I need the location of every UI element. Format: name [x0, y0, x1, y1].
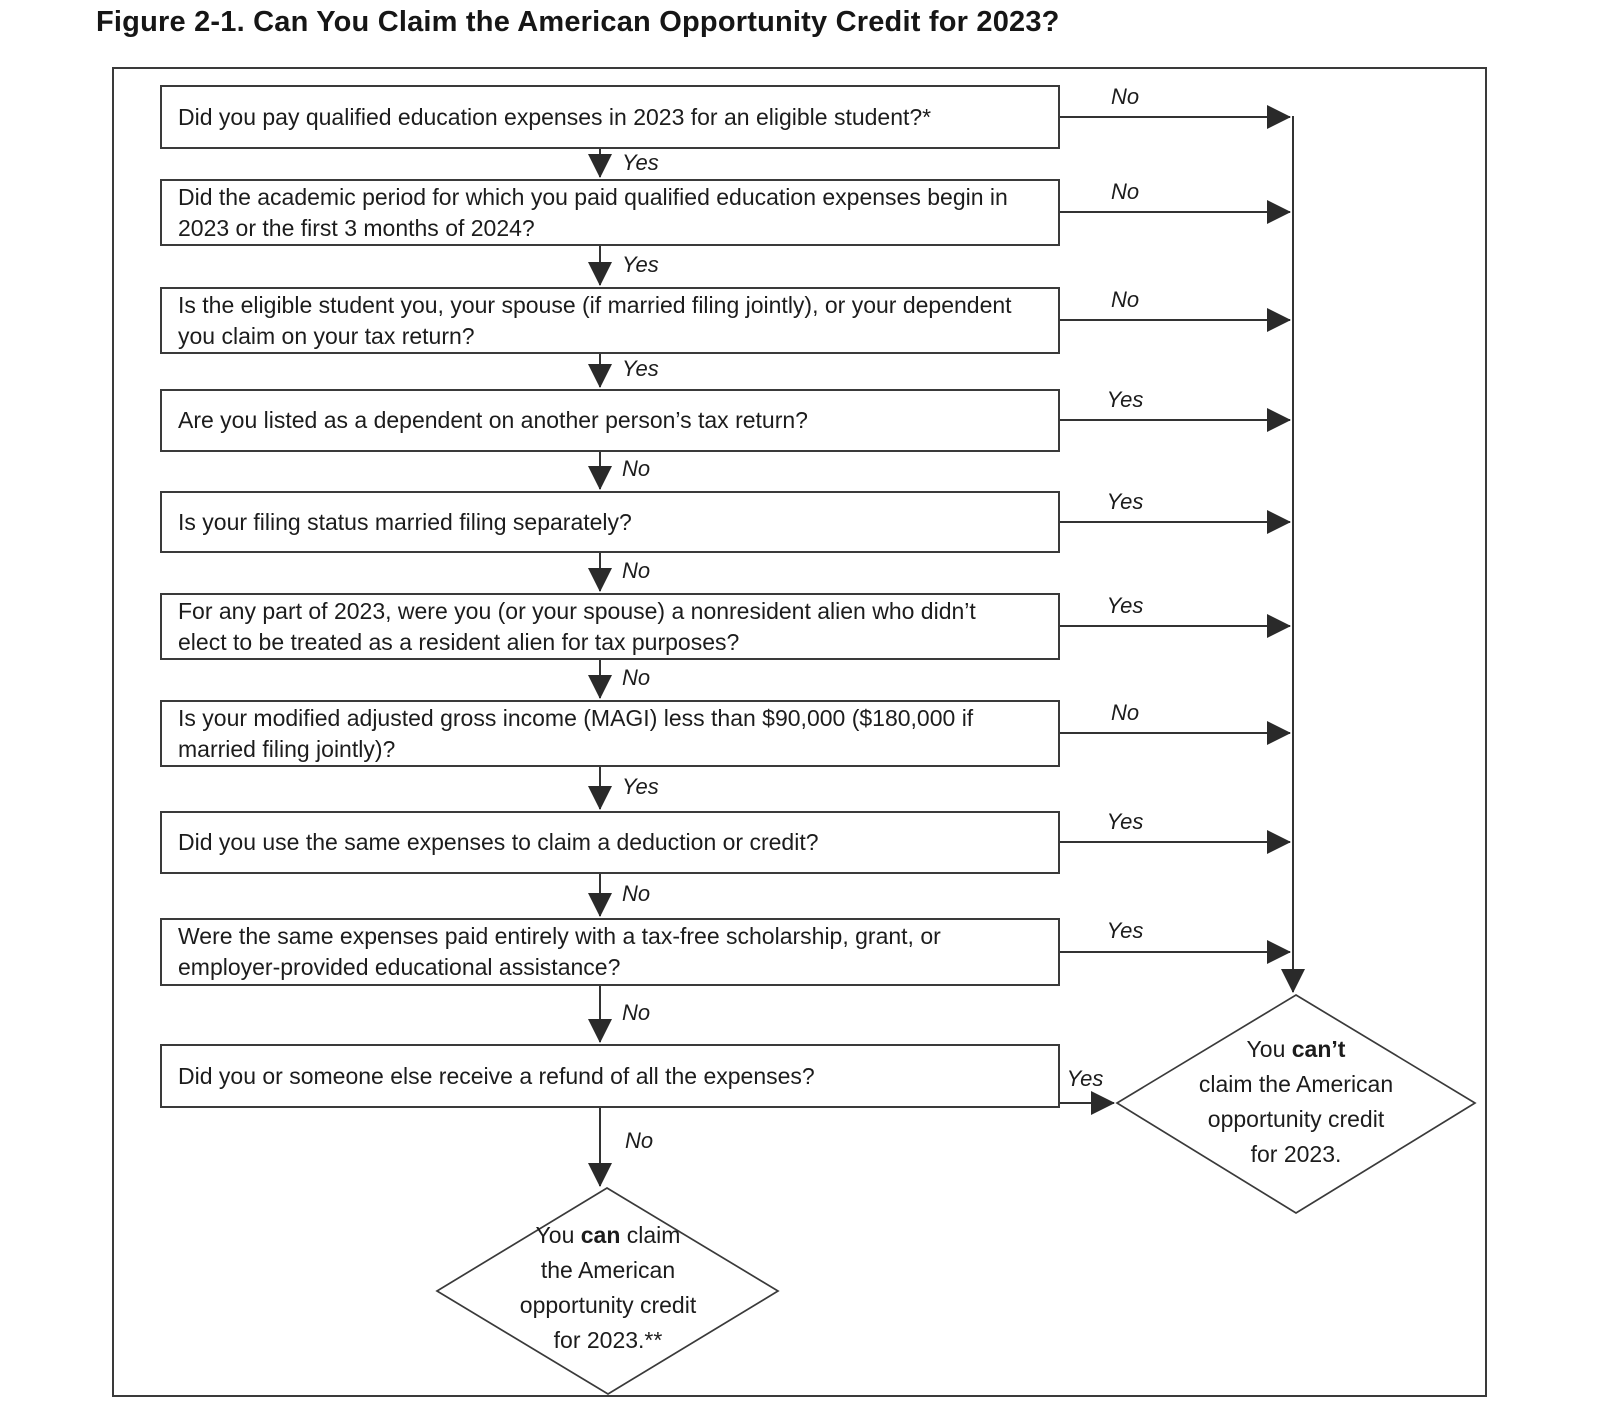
side-label-1: No: [1110, 84, 1140, 109]
side-label-10: Yes: [1066, 1066, 1104, 1091]
question-box-1: Did you pay qualified education expenses…: [160, 85, 1060, 149]
question-box-3: Is the eligible student you, your spouse…: [160, 287, 1060, 354]
question-box-8: Did you use the same expenses to claim a…: [160, 811, 1060, 874]
down-label-8: No: [622, 881, 651, 906]
outcome-can-line-1: You can claim: [535, 1222, 681, 1248]
outcome-can-line-4: for 2023.**: [553, 1327, 663, 1353]
question-text-3: Is the eligible student you, your spouse…: [178, 291, 1012, 349]
outcome-can-line-3: opportunity credit: [519, 1292, 697, 1318]
question-text-6: For any part of 2023, were you (or your …: [178, 597, 976, 655]
question-box-6: For any part of 2023, were you (or your …: [160, 593, 1060, 660]
outcome-can-line-2: the American: [540, 1257, 676, 1283]
figure-title: Figure 2-1. Can You Claim the American O…: [96, 6, 1060, 38]
question-text-7: Is your modified adjusted gross income (…: [178, 704, 974, 762]
question-box-5: Is your filing status married filing sep…: [160, 491, 1060, 553]
side-label-9: Yes: [1106, 918, 1144, 943]
down-label-2: Yes: [622, 252, 659, 277]
question-box-4: Are you listed as a dependent on another…: [160, 389, 1060, 452]
outcome-cannot-line-4: for 2023.: [1250, 1141, 1342, 1167]
question-text-9: Were the same expenses paid entirely wit…: [178, 923, 941, 980]
question-box-10: Did you or someone else receive a refund…: [160, 1044, 1060, 1108]
side-label-3: No: [1110, 287, 1140, 312]
question-text-1: Did you pay qualified education expenses…: [178, 103, 932, 130]
outcome-cannot-text: You can’t claim the American opportunity…: [1146, 1032, 1446, 1172]
down-label-7: Yes: [622, 774, 659, 799]
question-box-2: Did the academic period for which you pa…: [160, 179, 1060, 246]
outcome-cannot-line-1: You can’t: [1246, 1036, 1346, 1062]
side-label-2: No: [1110, 179, 1140, 204]
side-label-7: No: [1110, 700, 1140, 725]
down-label-6: No: [622, 665, 651, 690]
side-label-8: Yes: [1106, 809, 1144, 834]
down-label-1: Yes: [622, 150, 659, 175]
question-box-9: Were the same expenses paid entirely wit…: [160, 918, 1060, 986]
question-text-2: Did the academic period for which you pa…: [178, 183, 1008, 241]
question-box-7: Is your modified adjusted gross income (…: [160, 700, 1060, 767]
question-text-4: Are you listed as a dependent on another…: [178, 407, 808, 433]
side-label-4: Yes: [1106, 387, 1144, 412]
down-label-5: No: [622, 558, 651, 583]
down-label-10: No: [625, 1128, 654, 1153]
question-text-8: Did you use the same expenses to claim a…: [178, 829, 819, 855]
question-text-5: Is your filing status married filing sep…: [178, 508, 632, 535]
outcome-can-text: You can claim the American opportunity c…: [458, 1218, 758, 1358]
down-label-4: No: [622, 456, 651, 481]
outcome-cannot-line-2: claim the American: [1198, 1071, 1394, 1097]
side-label-6: Yes: [1106, 593, 1144, 618]
down-label-3: Yes: [622, 356, 659, 381]
down-label-9: No: [622, 1000, 651, 1025]
outcome-cannot-line-3: opportunity credit: [1207, 1106, 1385, 1132]
question-text-10: Did you or someone else receive a refund…: [178, 1062, 815, 1089]
side-label-5: Yes: [1106, 489, 1144, 514]
